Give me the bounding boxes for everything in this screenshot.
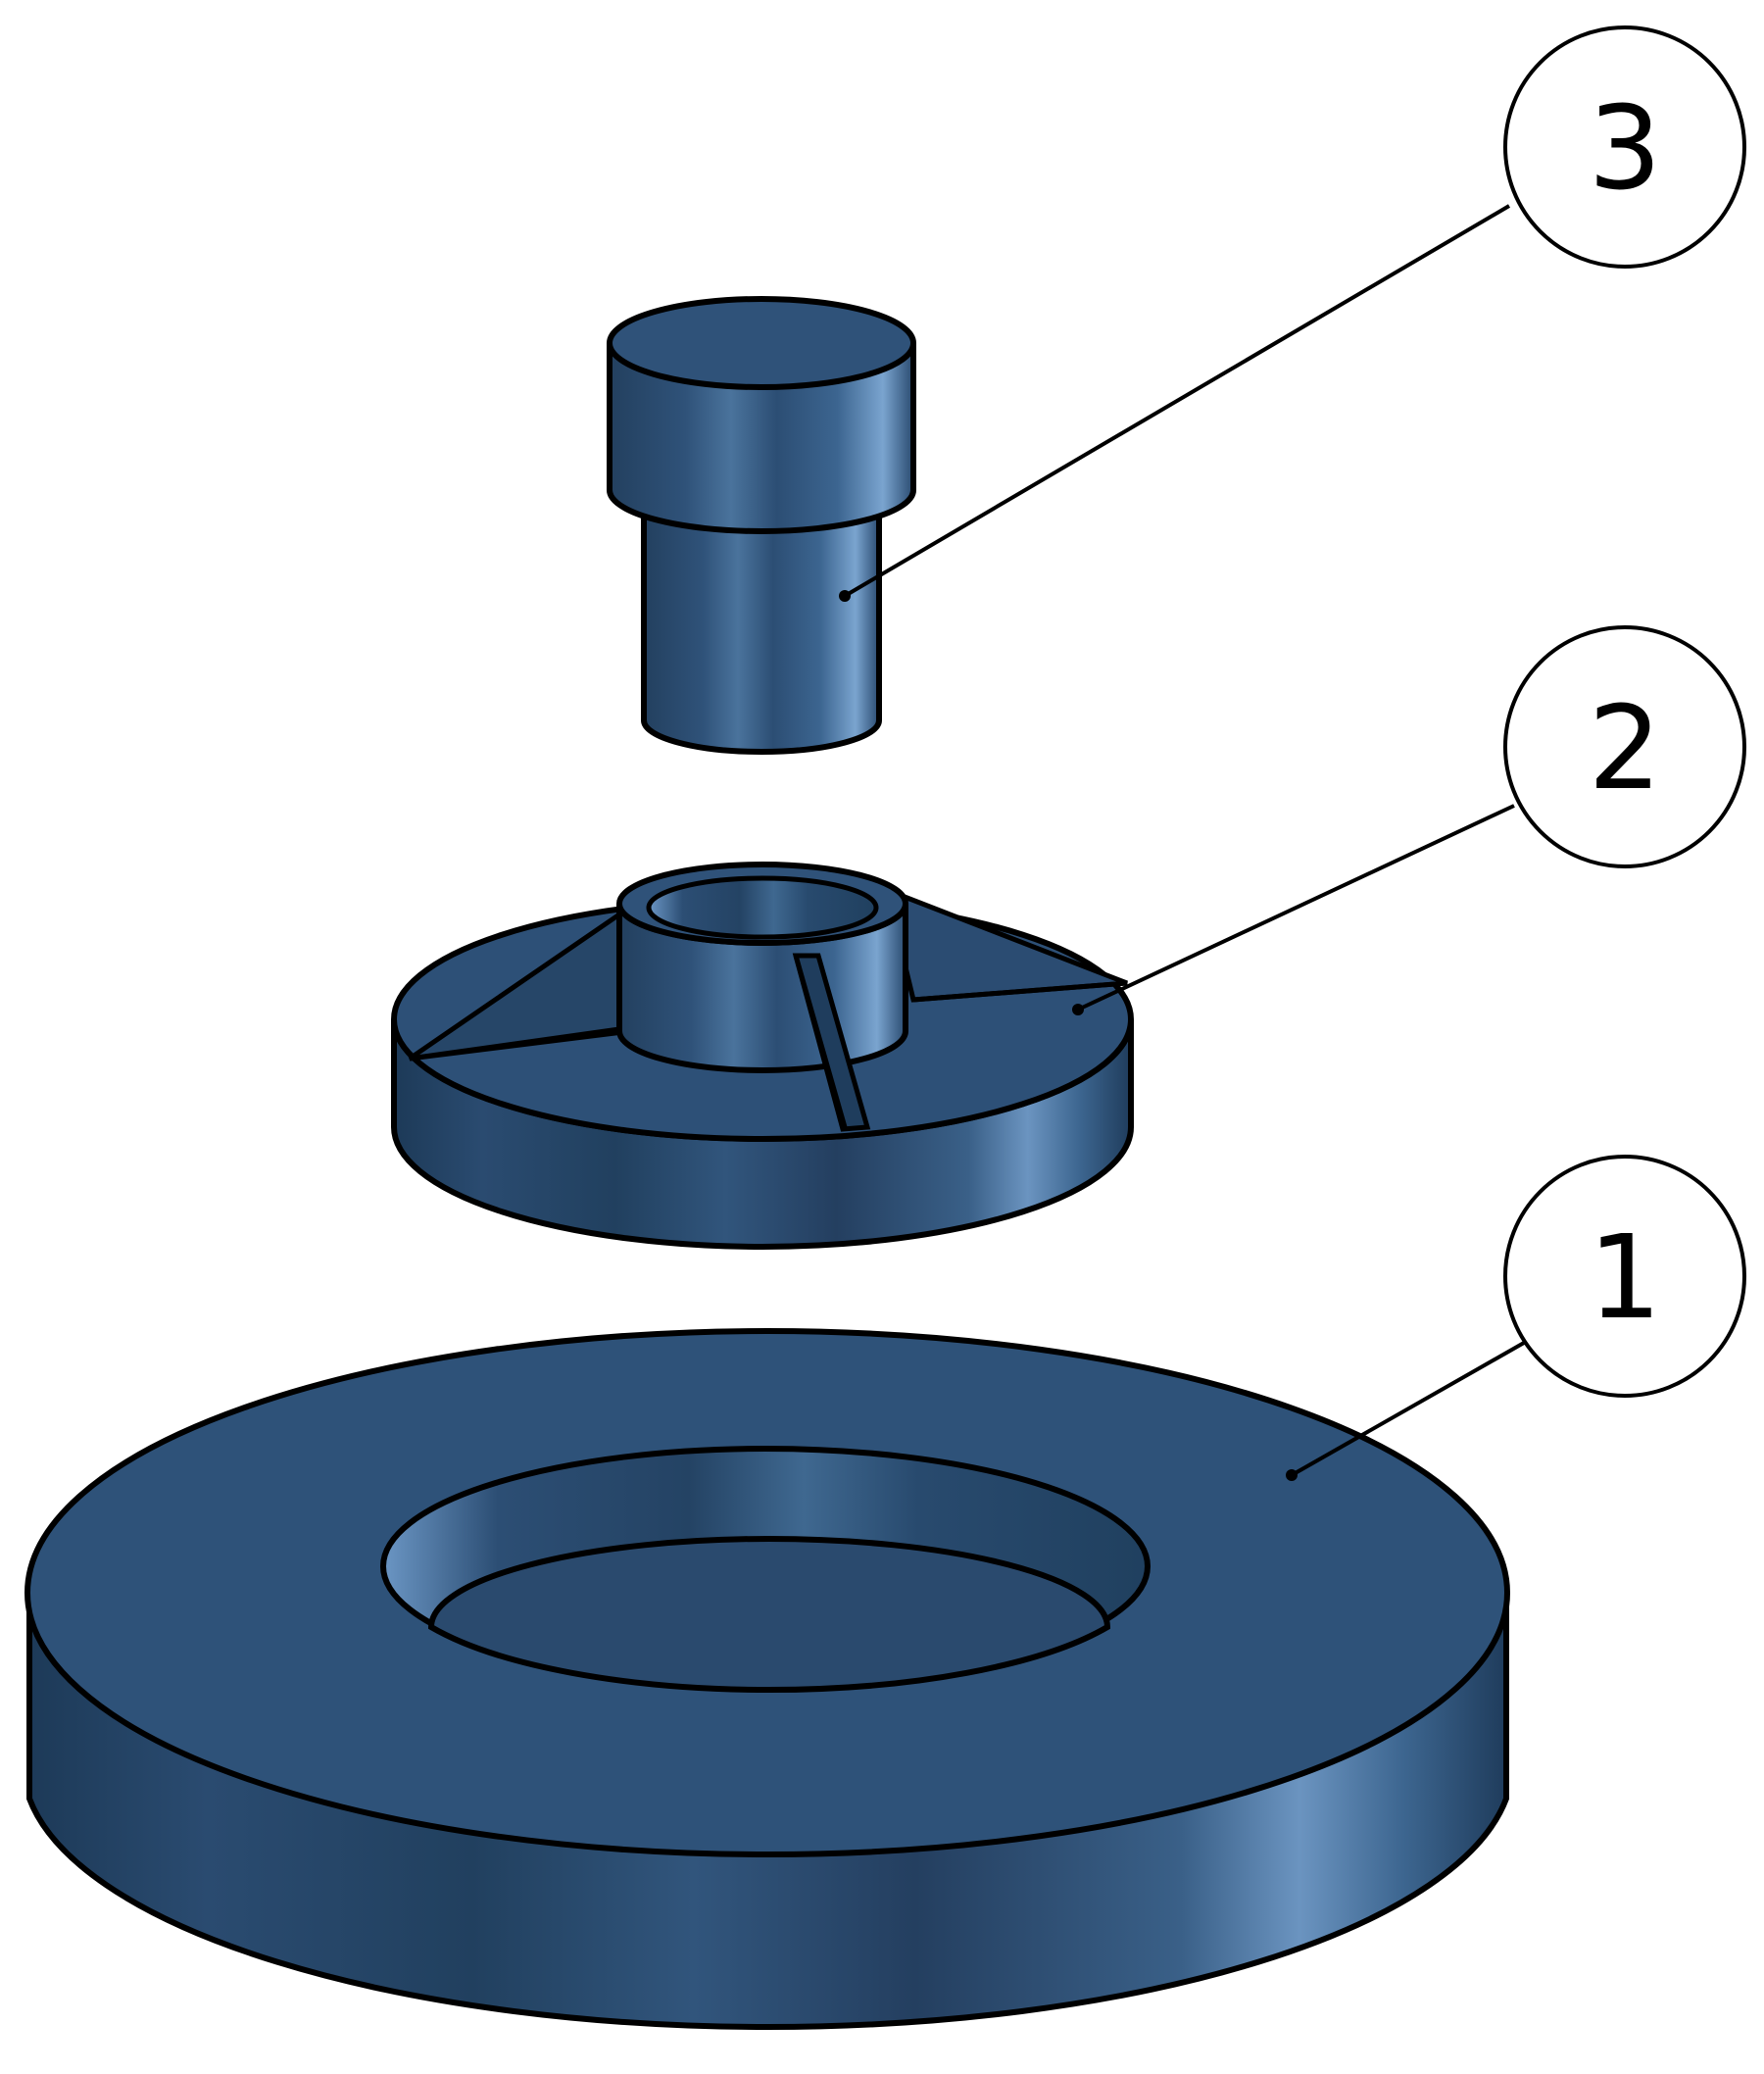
balloon-2: 2 [1503,625,1746,868]
part-base-ring [24,1328,1510,2031]
leader-dot-3 [839,590,851,602]
part-ribbed-hub [391,862,1134,1250]
part-pin [607,296,916,755]
balloon-1: 1 [1503,1155,1746,1398]
base-ring-bore-floor [427,1536,1111,1694]
leader-dot-2 [1072,1004,1084,1015]
leader-line-2 [1077,804,1515,1012]
leader-lines [843,204,1525,1477]
balloon-2-label: 2 [1588,680,1661,815]
hub-rib-line-1 [409,1026,620,1062]
pin-shank [641,507,882,755]
leader-line-3 [843,204,1511,598]
balloon-1-label: 1 [1588,1210,1661,1345]
leader-line-1 [1291,1341,1525,1477]
leader-dots [839,590,1298,1481]
balloon-3: 3 [1503,25,1746,269]
hub-rib-back-right [883,885,1128,1003]
leader-dot-1 [1286,1469,1298,1481]
hub-rib-front-edge [793,955,848,1128]
hub-boss-bore [646,875,879,940]
pin-head-top [607,296,916,390]
balloon-3-label: 3 [1588,80,1661,216]
hub-rib-line-2 [912,980,1128,1003]
